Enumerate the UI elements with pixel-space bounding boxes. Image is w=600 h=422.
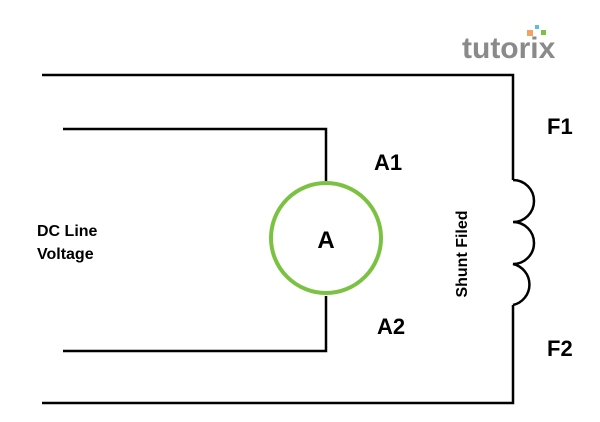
top-line-wire [42, 73, 515, 180]
logo-dot-orange [527, 30, 533, 36]
logo: tutorix [462, 25, 556, 65]
a1-label: A1 [374, 150, 402, 175]
f1-label: F1 [547, 114, 573, 139]
a2-label: A2 [377, 314, 405, 339]
logo-dot-green [541, 30, 546, 35]
logo-text: tutorix [462, 32, 556, 65]
shunt-field-label: Shunt Filed [454, 210, 471, 297]
armature-label: A [317, 227, 334, 254]
logo-dot-blue [535, 25, 539, 29]
armature-circle [269, 181, 383, 295]
bottom-line-wire [42, 305, 515, 405]
armature-bottom-wire [63, 296, 328, 353]
armature-top-wire [63, 127, 328, 181]
f2-label: F2 [547, 336, 573, 361]
voltage-label: Voltage [37, 246, 94, 263]
dc-line-label: DC Line [37, 223, 98, 240]
shunt-field-coil [512, 178, 536, 307]
